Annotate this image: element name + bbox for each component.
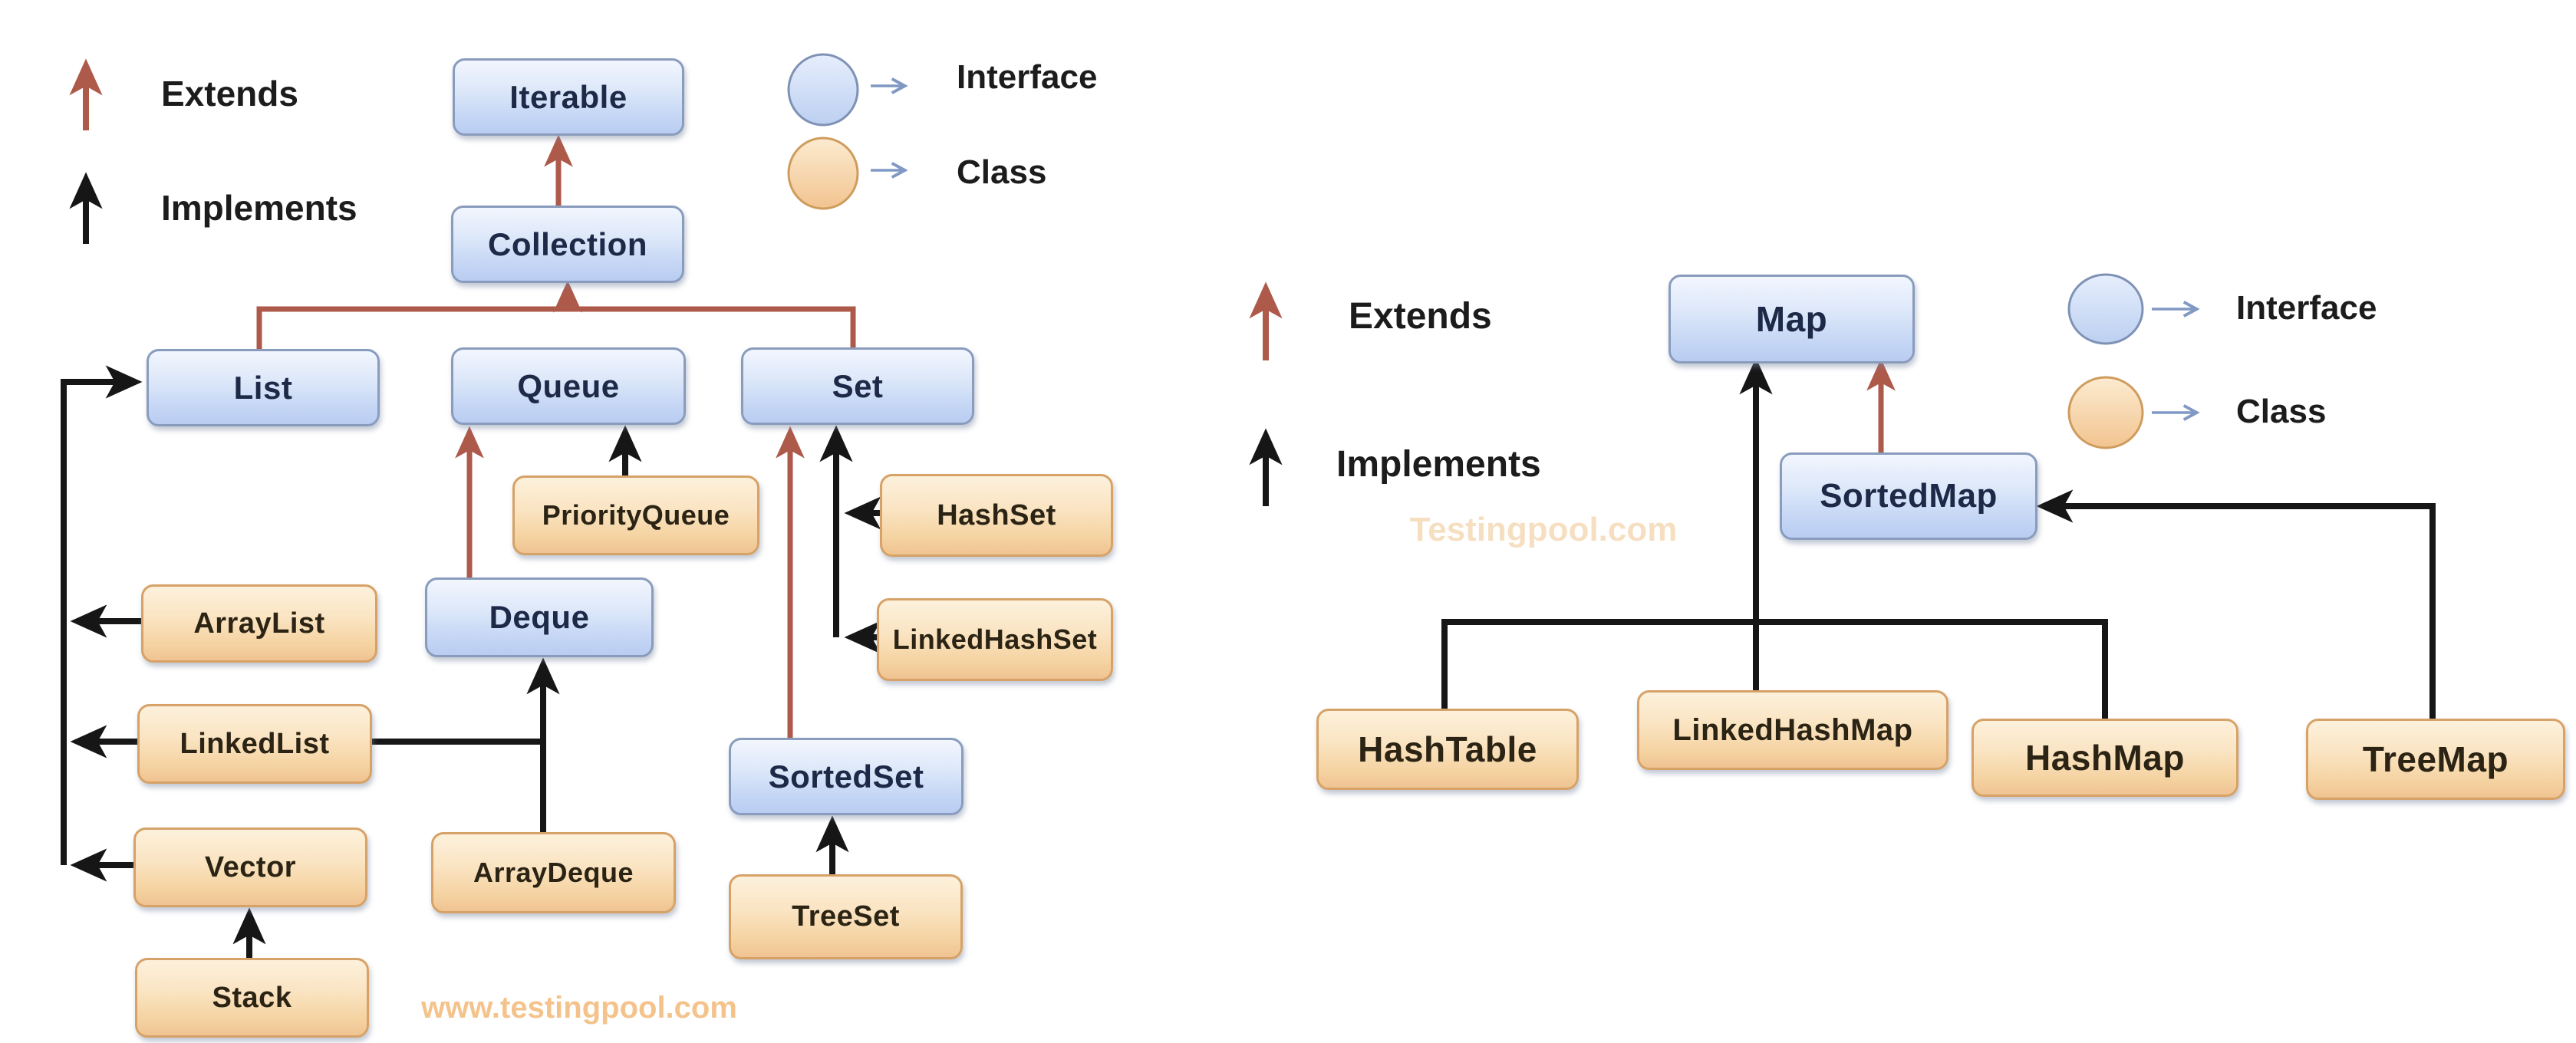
legend-implements-label: Implements — [1336, 444, 1541, 485]
node-set: Set — [741, 347, 974, 425]
node-hashmap: HashMap — [1972, 719, 2238, 797]
class-ellipse-icon — [787, 137, 859, 210]
node-iterable: Iterable — [453, 58, 684, 136]
interface-ellipse-icon — [787, 53, 859, 127]
watermark-right: Testingpool.com — [1409, 511, 1678, 548]
interface-ellipse-icon — [2067, 273, 2144, 345]
node-hashset: HashSet — [880, 474, 1113, 557]
node-sortedmap: SortedMap — [1780, 452, 2037, 540]
edge-treemap-sortedmap — [2036, 489, 2436, 719]
legend-extends-label: Extends — [1349, 296, 1492, 337]
node-linkedlist: LinkedList — [137, 704, 372, 784]
node-stack: Stack — [135, 958, 369, 1038]
edge-implements-bus-maps — [1441, 619, 2108, 719]
edge-extends-bus-list-queue-set — [256, 306, 856, 349]
node-sortedset: SortedSet — [729, 738, 964, 815]
node-priorityqueue: PriorityQueue — [512, 475, 759, 555]
node-treemap: TreeMap — [2306, 719, 2565, 800]
watermark-left: www.testingpool.com — [421, 991, 737, 1025]
node-vector: Vector — [133, 827, 367, 907]
node-deque: Deque — [425, 577, 654, 657]
node-list: List — [147, 349, 380, 426]
node-collection: Collection — [451, 206, 684, 283]
edge-rail-list — [61, 365, 143, 865]
node-arraylist: ArrayList — [141, 584, 377, 663]
legend-implements-label: Implements — [161, 188, 357, 228]
legend-class-label: Class — [2236, 393, 2327, 430]
legend-extends-label: Extends — [161, 74, 298, 114]
node-linkedhashmap: LinkedHashMap — [1637, 690, 1948, 770]
node-arraydeque: ArrayDeque — [431, 832, 676, 913]
legend-interface-label: Interface — [2236, 289, 2377, 327]
node-map: Map — [1668, 275, 1915, 364]
node-linkedhashset: LinkedHashSet — [877, 598, 1113, 681]
legend-interface-label: Interface — [957, 58, 1098, 96]
node-treeset: TreeSet — [729, 874, 963, 959]
legend-class-label: Class — [957, 153, 1047, 191]
node-queue: Queue — [451, 347, 686, 425]
node-hashtable: HashTable — [1316, 709, 1579, 790]
class-ellipse-icon — [2067, 376, 2144, 449]
